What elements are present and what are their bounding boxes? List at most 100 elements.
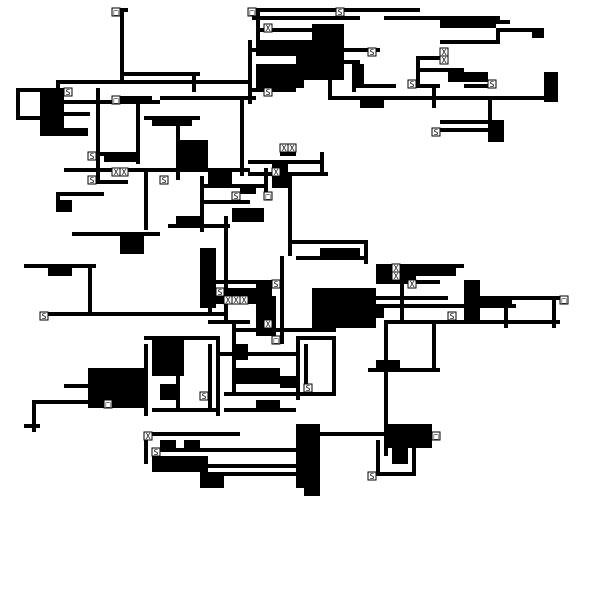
crate-tile[interactable]: X xyxy=(439,55,449,65)
corridor-wall xyxy=(420,68,464,72)
crate-tile[interactable]: X xyxy=(287,143,297,153)
corridor-wall xyxy=(120,8,124,80)
exit-tile[interactable]: S xyxy=(431,127,441,137)
exit-tile[interactable]: S xyxy=(151,447,161,457)
corridor-wall xyxy=(16,88,20,120)
corridor-wall xyxy=(364,240,368,264)
crate-tile[interactable]: X xyxy=(407,279,417,289)
corridor-wall xyxy=(336,60,360,64)
marker-tile[interactable]: □ xyxy=(559,295,569,305)
room-block xyxy=(232,344,248,360)
corridor-wall xyxy=(60,100,96,104)
corridor-wall xyxy=(332,336,336,392)
crate-tile[interactable]: X xyxy=(119,167,129,177)
corridor-wall xyxy=(272,296,276,336)
corridor-wall xyxy=(488,96,492,120)
corridor-wall xyxy=(352,84,396,88)
svg-text:S: S xyxy=(274,280,279,289)
exit-tile[interactable]: S xyxy=(487,79,497,89)
corridor-wall xyxy=(152,448,300,452)
exit-tile[interactable]: S xyxy=(271,279,281,289)
corridor-wall xyxy=(240,100,244,176)
corridor-wall xyxy=(376,264,464,268)
corridor-wall xyxy=(320,432,440,436)
svg-text:X: X xyxy=(234,296,239,305)
corridor-wall xyxy=(328,64,332,100)
corridor-wall xyxy=(208,320,250,324)
corridor-wall xyxy=(144,344,148,416)
marker-tile[interactable]: □ xyxy=(111,7,121,17)
room-block xyxy=(280,376,296,388)
room-block xyxy=(200,248,216,308)
svg-text:S: S xyxy=(90,152,95,161)
corridor-wall xyxy=(432,128,496,132)
crate-tile[interactable]: X xyxy=(231,295,241,305)
corridor-wall xyxy=(384,376,388,456)
corridor-wall xyxy=(280,256,284,344)
corridor-wall xyxy=(256,12,260,40)
corridor-wall xyxy=(232,328,336,332)
corridor-wall xyxy=(144,432,148,464)
room-block xyxy=(416,268,456,276)
exit-tile[interactable]: S xyxy=(367,471,377,481)
exit-tile[interactable]: S xyxy=(263,87,273,97)
exit-tile[interactable]: S xyxy=(215,287,225,297)
exit-tile[interactable]: S xyxy=(231,191,241,201)
corridor-wall xyxy=(208,464,300,468)
marker-tile[interactable]: □ xyxy=(103,399,113,409)
svg-text:X: X xyxy=(282,144,287,153)
corridor-wall xyxy=(32,400,36,432)
crate-tile[interactable]: X xyxy=(223,295,233,305)
room-block xyxy=(320,248,360,258)
room-block xyxy=(64,128,88,136)
corridor-wall xyxy=(416,56,420,88)
corridor-wall xyxy=(420,56,440,60)
corridor-wall xyxy=(224,392,336,396)
corridor-wall xyxy=(408,84,440,88)
crate-tile[interactable]: X xyxy=(111,167,121,177)
svg-text:X: X xyxy=(146,432,151,441)
marker-tile[interactable]: □ xyxy=(263,191,273,201)
svg-text:□: □ xyxy=(114,96,119,105)
marker-tile[interactable]: □ xyxy=(431,431,441,441)
svg-text:S: S xyxy=(154,448,159,457)
corridor-wall xyxy=(16,116,40,120)
corridor-wall xyxy=(440,40,500,44)
marker-tile[interactable]: □ xyxy=(271,335,281,345)
corridor-wall xyxy=(216,280,260,284)
marker-tile[interactable]: □ xyxy=(247,7,257,17)
exit-tile[interactable]: S xyxy=(367,47,377,57)
room-block xyxy=(256,64,304,88)
exit-tile[interactable]: S xyxy=(63,87,73,97)
crate-tile[interactable]: X xyxy=(391,271,401,281)
corridor-wall xyxy=(412,440,416,476)
crate-tile[interactable]: X xyxy=(279,143,289,153)
exit-tile[interactable]: S xyxy=(447,311,457,321)
corridor-wall xyxy=(64,168,250,172)
corridor-wall xyxy=(72,232,160,236)
crate-tile[interactable]: X xyxy=(263,319,273,329)
crate-tile[interactable]: X xyxy=(263,23,273,33)
crate-tile[interactable]: X xyxy=(271,167,281,177)
corridor-wall xyxy=(248,40,252,104)
corridor-wall xyxy=(248,8,420,12)
exit-tile[interactable]: S xyxy=(87,151,97,161)
exit-tile[interactable]: S xyxy=(159,175,169,185)
exit-tile[interactable]: S xyxy=(303,383,313,393)
room-block xyxy=(360,96,384,108)
exit-tile[interactable]: S xyxy=(407,79,417,89)
room-block xyxy=(48,264,72,276)
corridor-wall xyxy=(64,384,144,388)
corridor-wall xyxy=(88,264,92,316)
exit-tile[interactable]: S xyxy=(39,311,49,321)
crate-tile[interactable]: X xyxy=(239,295,249,305)
crate-tile[interactable]: X xyxy=(143,431,153,441)
marker-tile[interactable]: □ xyxy=(111,95,121,105)
corridor-wall xyxy=(248,160,320,164)
room-block xyxy=(104,152,136,162)
exit-tile[interactable]: S xyxy=(335,7,345,17)
exit-tile[interactable]: S xyxy=(87,175,97,185)
exit-tile[interactable]: S xyxy=(199,391,209,401)
